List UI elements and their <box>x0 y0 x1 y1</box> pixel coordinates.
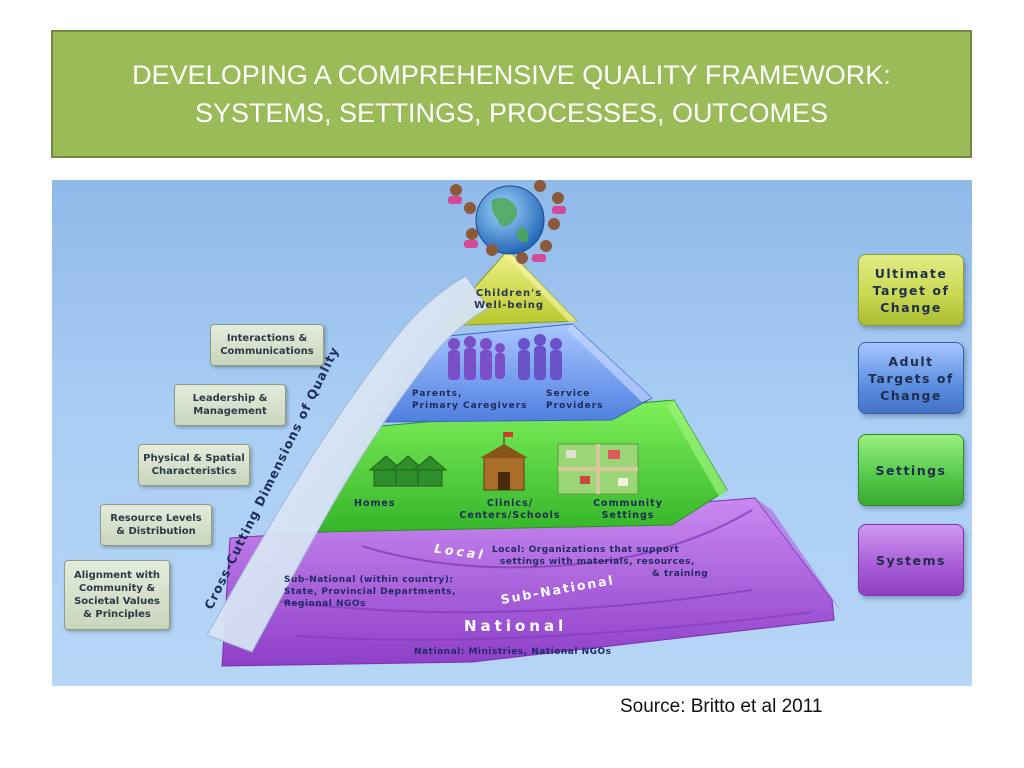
national-tag: National <box>464 617 568 635</box>
dimension-resources: Resource Levels & Distribution <box>100 504 212 546</box>
legend-ultimate-target: Ultimate Target of Change <box>858 254 964 326</box>
national-description: National: Ministries, National NGOs <box>414 647 612 657</box>
legend-systems: Systems <box>858 524 964 596</box>
settings-layer <box>317 399 728 533</box>
clinic-icon <box>480 432 528 491</box>
legend-settings: Settings <box>858 434 964 506</box>
legend-adult-targets: Adult Targets of Change <box>858 342 964 414</box>
homes-icon <box>368 455 448 487</box>
adult-layer <box>377 323 653 423</box>
dimension-physical: Physical & Spatial Characteristics <box>138 444 250 486</box>
providers-label: Service Providers <box>546 389 604 411</box>
source-citation: Source: Britto et al 2011 <box>620 696 823 717</box>
quality-framework-diagram: Cross-Cutting Dimensions of Quality Inte… <box>52 180 972 686</box>
community-icon <box>557 443 639 495</box>
community-label: Community Settings <box>593 498 663 521</box>
title-line-1: DEVELOPING A COMPREHENSIVE QUALITY FRAME… <box>132 60 891 90</box>
local-description: Local: Organizations that support settin… <box>492 545 709 579</box>
wellbeing-label: Children's Well-being <box>473 288 545 311</box>
cross-cutting-arc <box>206 275 489 653</box>
clinics-label: Clinics/ Centers/Schools <box>459 498 561 521</box>
slide-title: DEVELOPING A COMPREHENSIVE QUALITY FRAME… <box>51 30 972 158</box>
homes-label: Homes <box>354 498 396 509</box>
pyramid-graphic <box>206 180 842 667</box>
subnational-description: Sub-National (within country): State, Pr… <box>284 575 456 609</box>
dimension-leadership: Leadership & Management <box>174 384 286 426</box>
providers-icon <box>518 334 562 380</box>
globe-icon <box>448 180 566 264</box>
parents-icon <box>448 336 505 380</box>
title-line-2: SYSTEMS, SETTINGS, PROCESSES, OUTCOMES <box>194 98 829 128</box>
dimension-alignment: Alignment with Community & Societal Valu… <box>64 560 170 630</box>
dimension-interactions: Interactions & Communications <box>210 324 324 366</box>
parents-label: Parents, Primary Caregivers <box>412 389 528 411</box>
systems-layer <box>221 497 842 667</box>
